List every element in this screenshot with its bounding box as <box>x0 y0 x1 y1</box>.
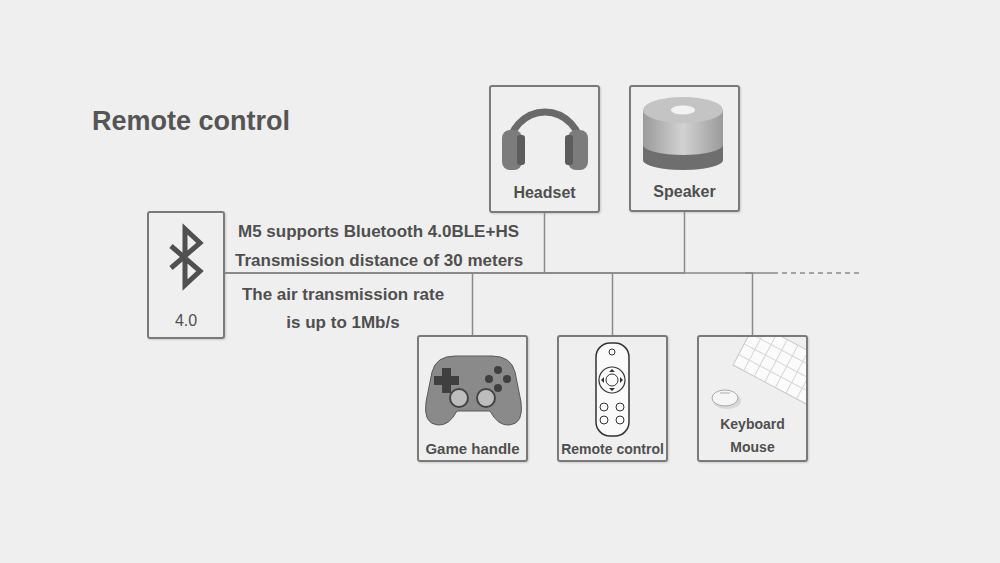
bluetooth-box: 4.0 <box>147 211 225 339</box>
device-label: 4.0 <box>175 312 197 330</box>
headset-icon <box>502 112 588 170</box>
device-label: Game handle <box>425 440 519 457</box>
device-box: Remote control <box>557 335 668 462</box>
keyboard-icon <box>712 337 806 417</box>
bluetooth-symbol <box>171 229 200 285</box>
bus-extension-dashed <box>782 272 860 274</box>
speaker-icon <box>643 97 723 170</box>
gamepad-icon <box>426 356 522 425</box>
bus-connector <box>225 273 473 335</box>
device-label: Headset <box>513 184 575 202</box>
device-box: Keyboard Mouse <box>697 335 808 462</box>
remote-icon <box>596 343 629 436</box>
bus-line <box>745 272 778 274</box>
bus-connector <box>225 213 545 273</box>
device-label: Keyboard Mouse <box>714 413 792 459</box>
diagram-title: Remote control <box>92 106 290 137</box>
bus-connector <box>225 273 753 335</box>
device-box: Speaker <box>629 85 740 212</box>
spec-note: Transmission distance of 30 meters <box>235 251 555 271</box>
bus-connector <box>225 273 613 335</box>
device-box: Headset <box>489 85 600 213</box>
spec-note: The air transmission rate is up to 1Mb/s <box>237 281 449 337</box>
bus-connector <box>225 212 685 273</box>
device-label: Speaker <box>653 183 715 201</box>
device-box: Game handle <box>417 335 528 462</box>
title-underline <box>130 142 300 144</box>
spec-note: M5 supports Bluetooth 4.0BLE+HS <box>238 222 558 242</box>
device-label: Remote control <box>561 441 664 457</box>
